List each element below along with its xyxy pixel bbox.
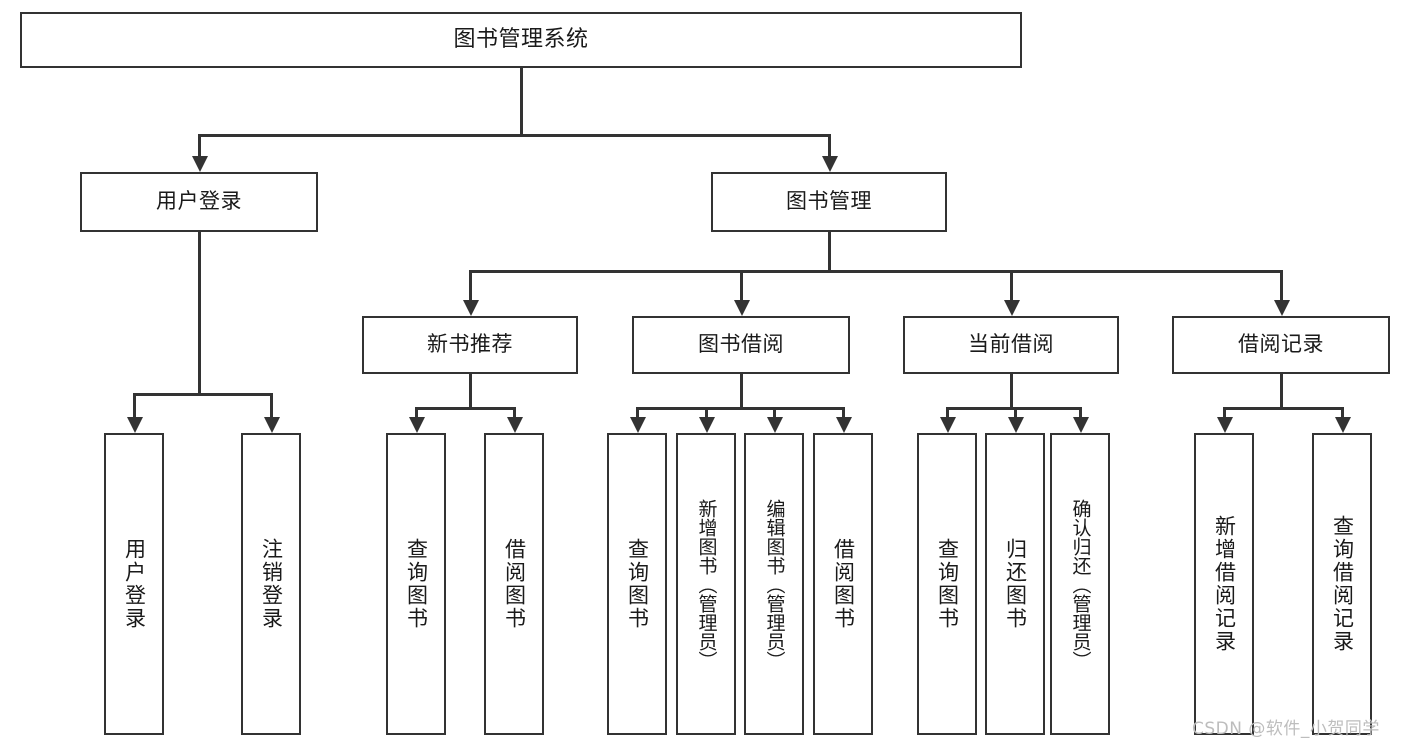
node-root[interactable]: 图书管理系统 xyxy=(20,12,1022,68)
connector-line xyxy=(828,134,831,156)
node-leaf-add-book[interactable]: 新增图书（管理员） xyxy=(676,433,736,735)
node-label: 借阅图书 xyxy=(502,538,527,630)
connector-line xyxy=(133,393,273,396)
node-label: 借阅记录 xyxy=(1238,332,1324,357)
connector-line xyxy=(520,68,523,137)
connector-line xyxy=(1079,407,1082,417)
node-label: 编辑图书（管理员） xyxy=(763,498,786,670)
node-label: 新增借阅记录 xyxy=(1212,515,1237,653)
arrowhead-icon xyxy=(734,300,750,316)
node-label: 查询图书 xyxy=(625,538,650,630)
arrowhead-icon xyxy=(1217,417,1233,433)
arrowhead-icon xyxy=(1073,417,1089,433)
node-book-borrow[interactable]: 图书借阅 xyxy=(632,316,850,374)
connector-line xyxy=(198,134,201,156)
connector-line xyxy=(415,407,516,410)
connector-line xyxy=(946,407,949,417)
node-leaf-return-book[interactable]: 归还图书 xyxy=(985,433,1045,735)
arrowhead-icon xyxy=(463,300,479,316)
arrowhead-icon xyxy=(192,156,208,172)
node-label: 用户登录 xyxy=(156,189,242,214)
arrowhead-icon xyxy=(836,417,852,433)
node-label: 图书管理 xyxy=(786,189,872,214)
connector-line xyxy=(828,232,831,273)
connector-line xyxy=(1010,374,1013,410)
node-leaf-borrow-book-2[interactable]: 借阅图书 xyxy=(813,433,873,735)
node-leaf-user-logout[interactable]: 注销登录 xyxy=(241,433,301,735)
arrowhead-icon xyxy=(767,417,783,433)
node-book-manage[interactable]: 图书管理 xyxy=(711,172,947,232)
node-label: 图书借阅 xyxy=(698,332,784,357)
connector-line xyxy=(198,134,831,137)
connector-line xyxy=(740,270,743,300)
node-user-login[interactable]: 用户登录 xyxy=(80,172,318,232)
arrowhead-icon xyxy=(264,417,280,433)
arrowhead-icon xyxy=(940,417,956,433)
node-label: 当前借阅 xyxy=(968,332,1054,357)
node-leaf-borrow-book-1[interactable]: 借阅图书 xyxy=(484,433,544,735)
node-leaf-edit-book[interactable]: 编辑图书（管理员） xyxy=(744,433,804,735)
connector-line xyxy=(636,407,639,417)
node-leaf-confirm-return[interactable]: 确认归还（管理员） xyxy=(1050,433,1110,735)
node-leaf-query-book-3[interactable]: 查询图书 xyxy=(917,433,977,735)
arrowhead-icon xyxy=(699,417,715,433)
connector-line xyxy=(1280,374,1283,410)
node-leaf-query-record[interactable]: 查询借阅记录 xyxy=(1312,433,1372,735)
connector-line xyxy=(1341,407,1344,417)
connector-line xyxy=(740,374,743,410)
connector-line xyxy=(198,232,201,396)
connector-line xyxy=(705,407,708,417)
node-new-book-recommend[interactable]: 新书推荐 xyxy=(362,316,578,374)
arrowhead-icon xyxy=(507,417,523,433)
arrowhead-icon xyxy=(1008,417,1024,433)
node-label: 图书管理系统 xyxy=(453,26,589,52)
connector-line xyxy=(773,407,776,417)
connector-line xyxy=(469,270,1283,273)
arrowhead-icon xyxy=(409,417,425,433)
node-label: 注销登录 xyxy=(259,538,284,630)
connector-line xyxy=(1010,270,1013,300)
node-leaf-user-login[interactable]: 用户登录 xyxy=(104,433,164,735)
node-label: 查询借阅记录 xyxy=(1330,515,1355,653)
node-label: 新增图书（管理员） xyxy=(695,498,718,670)
connector-line xyxy=(1014,407,1017,417)
connector-line xyxy=(636,407,845,410)
node-label: 新书推荐 xyxy=(427,332,513,357)
arrowhead-icon xyxy=(1274,300,1290,316)
arrowhead-icon xyxy=(1335,417,1351,433)
arrowhead-icon xyxy=(127,417,143,433)
node-label: 借阅图书 xyxy=(831,538,856,630)
connector-line xyxy=(1280,270,1283,300)
connector-line xyxy=(842,407,845,417)
node-leaf-add-record[interactable]: 新增借阅记录 xyxy=(1194,433,1254,735)
connector-line xyxy=(133,393,136,417)
node-label: 查询图书 xyxy=(404,538,429,630)
node-label: 查询图书 xyxy=(935,538,960,630)
connector-line xyxy=(469,374,472,410)
node-leaf-query-book-1[interactable]: 查询图书 xyxy=(386,433,446,735)
node-borrow-record[interactable]: 借阅记录 xyxy=(1172,316,1390,374)
connector-line xyxy=(415,407,418,417)
connector-line xyxy=(513,407,516,417)
node-label: 归还图书 xyxy=(1003,538,1028,630)
arrowhead-icon xyxy=(822,156,838,172)
arrowhead-icon xyxy=(1004,300,1020,316)
node-leaf-query-book-2[interactable]: 查询图书 xyxy=(607,433,667,735)
node-current-borrow[interactable]: 当前借阅 xyxy=(903,316,1119,374)
connector-line xyxy=(469,270,472,300)
watermark-label: CSDN @软件_小贺同学 xyxy=(1192,719,1380,739)
connector-line xyxy=(1223,407,1226,417)
arrowhead-icon xyxy=(630,417,646,433)
connector-line xyxy=(1223,407,1344,410)
node-label: 确认归还（管理员） xyxy=(1069,498,1092,670)
node-label: 用户登录 xyxy=(122,538,147,630)
connector-line xyxy=(270,393,273,417)
